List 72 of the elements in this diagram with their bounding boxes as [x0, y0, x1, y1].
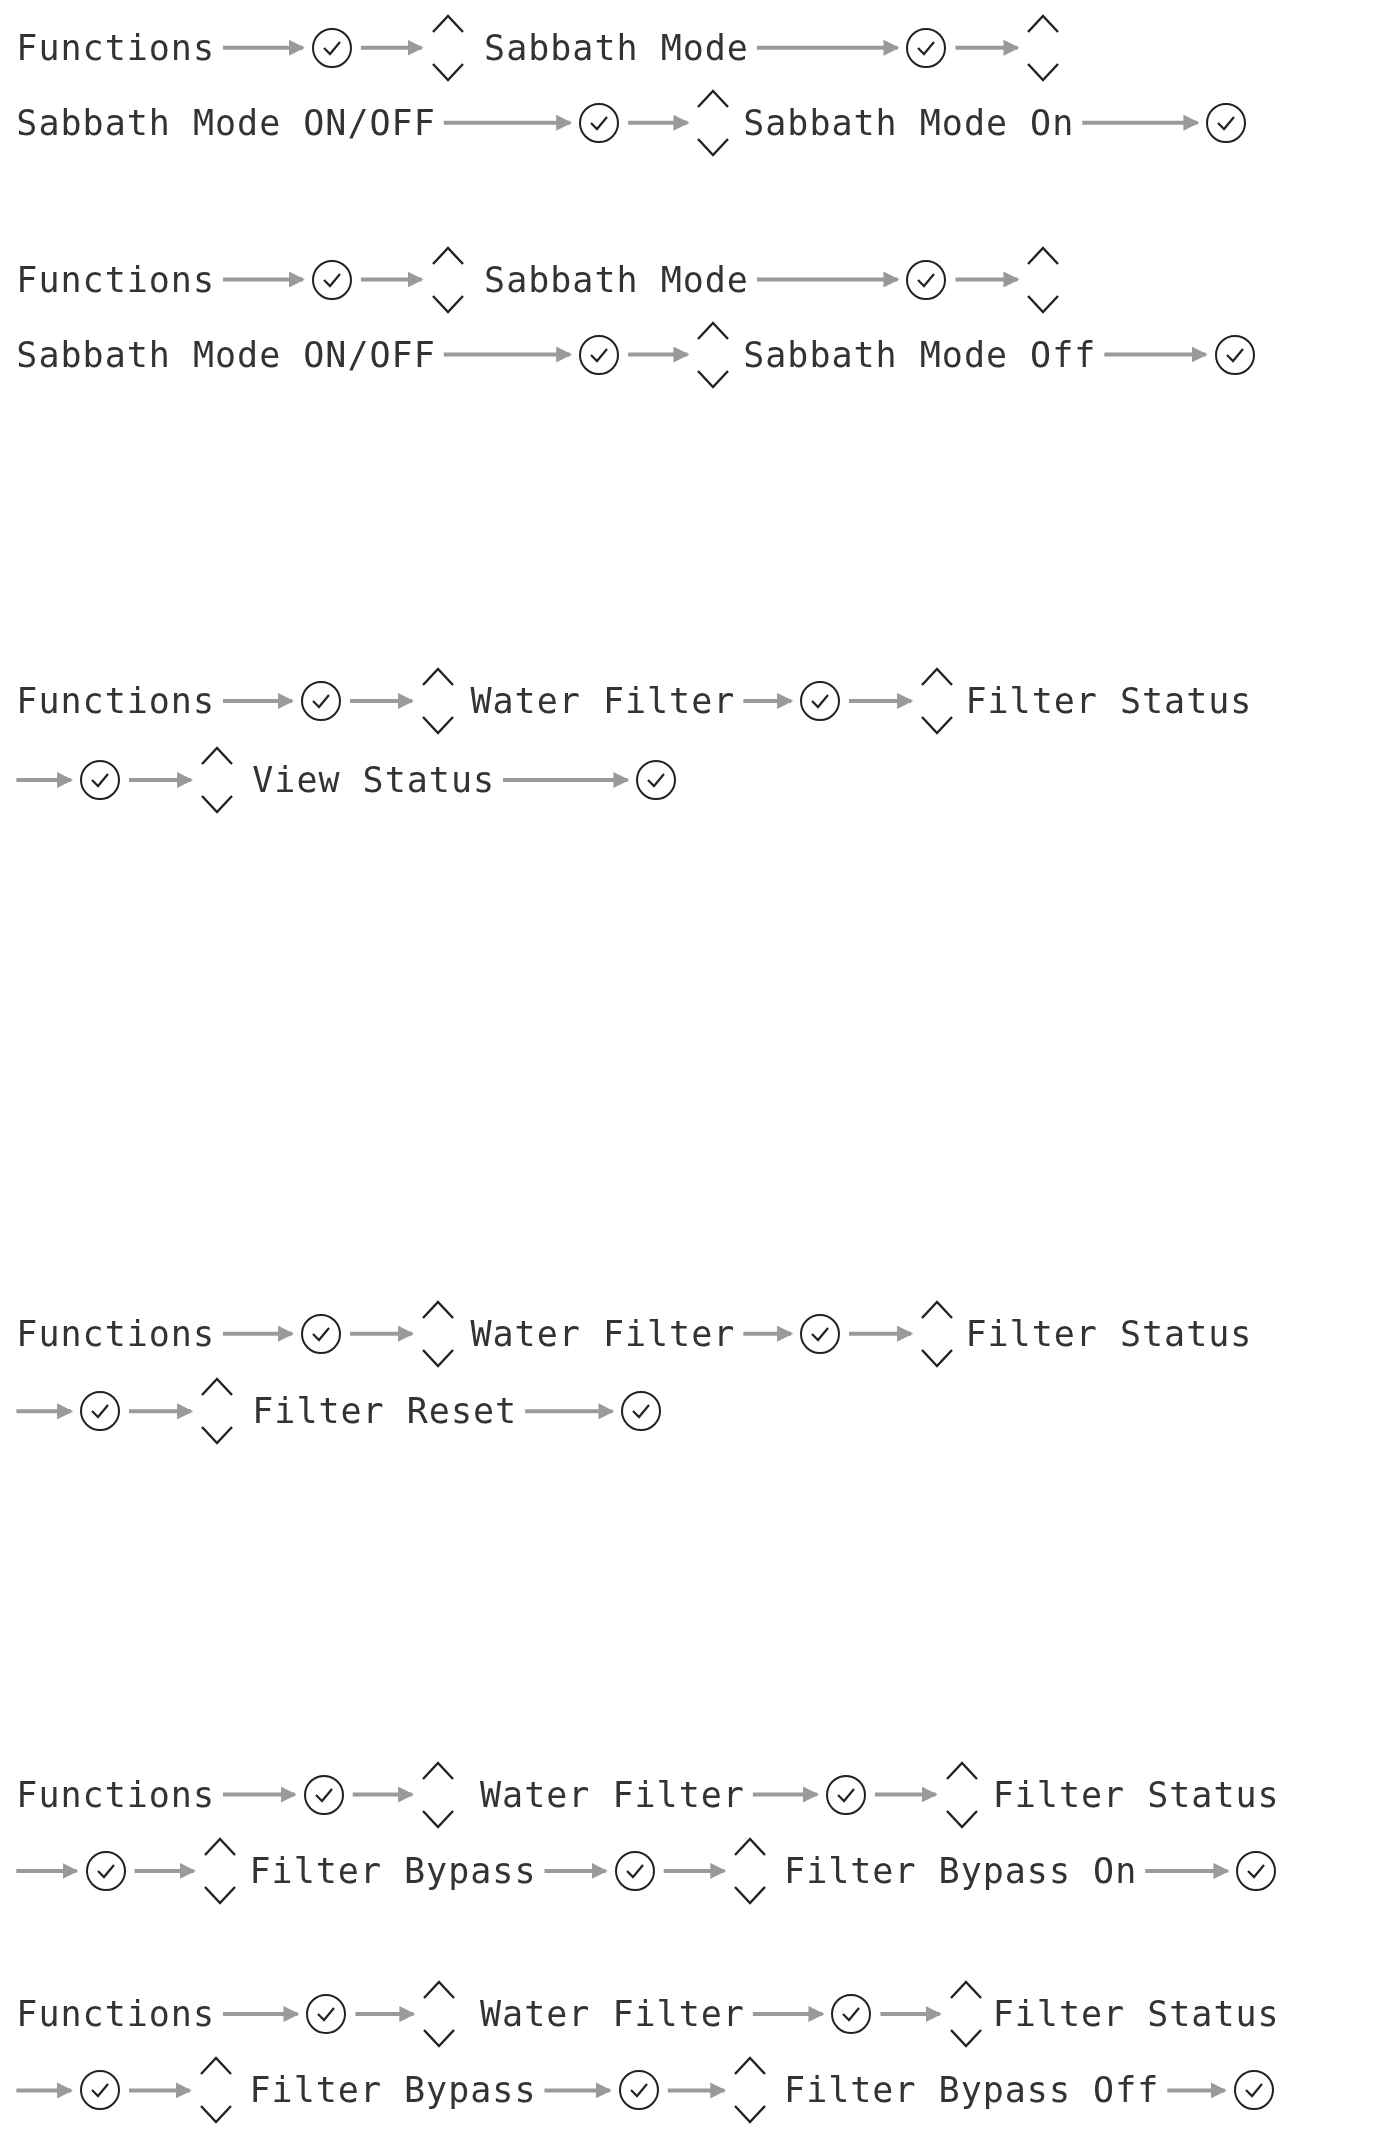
menu-label: Sabbath Mode Off	[743, 337, 1097, 373]
menu-label: Sabbath Mode ON/OFF	[16, 105, 436, 141]
menu-label: Sabbath Mode ON/OFF	[16, 337, 436, 373]
arrow	[955, 39, 1020, 56]
menu-label: Water Filter	[470, 1316, 736, 1352]
arrow	[350, 692, 414, 709]
arrow	[628, 114, 690, 131]
arrow	[443, 346, 573, 363]
arrow	[955, 271, 1020, 288]
menu-label: Filter Status	[965, 1316, 1253, 1352]
menu-label: Filter Status	[992, 1777, 1280, 1813]
arrow	[223, 2006, 300, 2023]
arrow	[350, 1325, 414, 1342]
menu-label: Filter Bypass Off	[784, 2072, 1160, 2108]
arrow	[360, 271, 424, 288]
arrow	[223, 692, 294, 709]
arrow	[223, 271, 305, 288]
arrow	[544, 1862, 608, 1879]
arrow	[352, 1786, 414, 1803]
menu-label: Functions	[16, 1777, 215, 1813]
arrow	[360, 39, 424, 56]
arrow	[355, 2006, 416, 2023]
menu-label: Filter Bypass	[249, 1853, 537, 1889]
arrow	[1167, 2082, 1227, 2099]
arrow	[875, 1786, 938, 1803]
arrow	[743, 1325, 794, 1342]
arrow	[525, 1403, 615, 1420]
arrow	[663, 1862, 727, 1879]
arrow	[667, 2082, 727, 2099]
arrow	[129, 2082, 192, 2099]
arrow	[849, 692, 914, 709]
arrow	[16, 772, 74, 788]
arrow	[16, 1862, 79, 1879]
arrow	[1104, 346, 1208, 363]
arrow	[223, 1786, 297, 1803]
arrow	[752, 1786, 819, 1803]
menu-label: Filter Reset	[252, 1393, 518, 1429]
arrow	[544, 2082, 612, 2099]
menu-label: Sabbath Mode On	[743, 105, 1075, 141]
menu-label: Filter Status	[992, 1996, 1280, 2032]
arrow	[16, 2082, 74, 2099]
menu-label: Sabbath Mode	[484, 262, 749, 298]
arrow	[223, 39, 305, 56]
arrow	[752, 2006, 825, 2023]
menu-label: Functions	[16, 30, 215, 66]
arrow	[223, 1325, 294, 1342]
menu-label: Functions	[16, 683, 215, 719]
arrow	[743, 692, 794, 709]
menu-label: Filter Status	[965, 683, 1253, 719]
arrow	[503, 772, 630, 788]
arrow	[129, 1403, 194, 1420]
arrow	[628, 346, 690, 363]
menu-label: View Status	[252, 762, 496, 798]
arrow	[756, 271, 900, 288]
menu-label: Water Filter	[470, 683, 736, 719]
menu-label: Water Filter	[480, 1777, 745, 1813]
menu-label: Filter Bypass On	[784, 1853, 1138, 1889]
arrow	[1145, 1862, 1230, 1879]
menu-label: Sabbath Mode	[484, 30, 749, 66]
menu-label: Filter Bypass	[249, 2072, 537, 2108]
arrow	[16, 1403, 74, 1420]
arrow	[756, 39, 900, 56]
arrow	[880, 2006, 942, 2023]
arrow	[443, 114, 573, 131]
menu-label: Functions	[16, 262, 215, 298]
arrow	[849, 1325, 914, 1342]
arrow	[1082, 114, 1200, 131]
menu-label: Water Filter	[480, 1996, 745, 2032]
menu-label: Functions	[16, 1316, 215, 1352]
arrow	[129, 772, 194, 788]
menu-label: Functions	[16, 1996, 215, 2032]
arrow	[134, 1862, 196, 1879]
